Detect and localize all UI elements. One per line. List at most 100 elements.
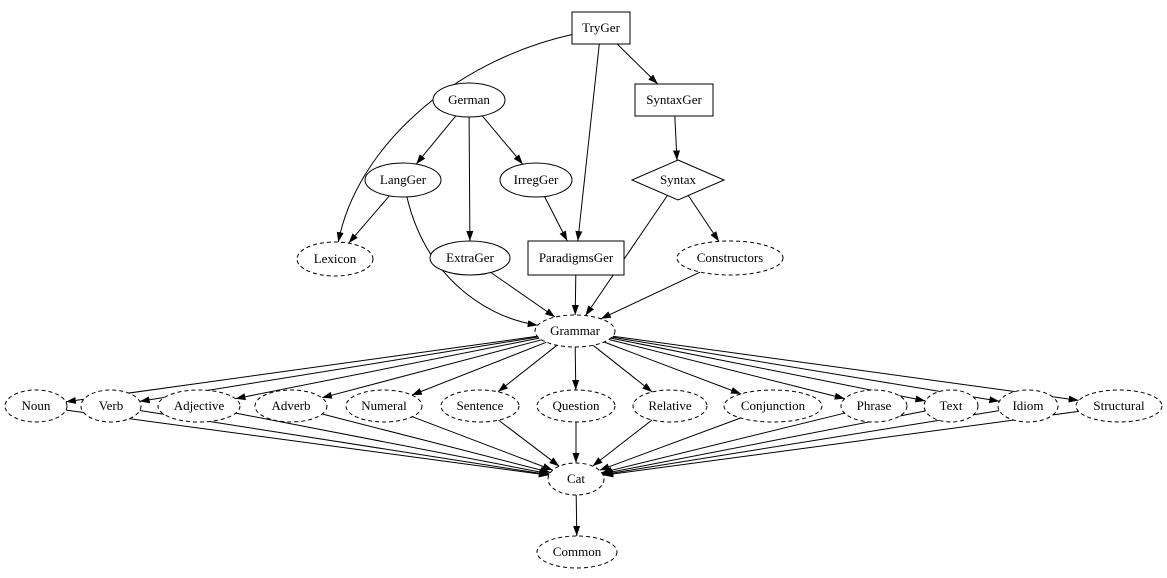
edge-ParadigmsGer-to-Grammar <box>571 274 579 316</box>
node-label-TryGer: TryGer <box>582 20 620 35</box>
node-Adverb: Adverb <box>254 389 328 423</box>
node-label-Cat: Cat <box>567 471 585 486</box>
node-label-Adjective: Adjective <box>174 398 225 413</box>
edge-TryGer-to-Lexicon <box>336 34 573 243</box>
node-Conjunction: Conjunction <box>723 389 823 423</box>
node-Grammar: Grammar <box>534 314 616 348</box>
node-label-Phrase: Phrase <box>857 398 892 413</box>
edge-Relative-to-Cat <box>592 419 653 467</box>
node-label-Lexicon: Lexicon <box>314 251 357 266</box>
node-label-Relative: Relative <box>648 398 692 413</box>
edge-Grammar-to-Numeral <box>411 341 547 396</box>
node-shape-ellipse <box>429 240 511 276</box>
edge-Grammar-to-Question <box>572 346 580 391</box>
edges-layer <box>65 34 1079 537</box>
edge-Structural-to-Cat <box>603 410 1079 478</box>
node-label-Common: Common <box>553 544 602 559</box>
node-shape-ellipse <box>1075 389 1163 423</box>
node-Question: Question <box>536 389 616 423</box>
edge-TryGer-to-SyntaxGer <box>616 43 659 85</box>
node-label-ParadigmsGer: ParadigmsGer <box>539 250 614 265</box>
edge-IrregGer-to-ParadigmsGer <box>544 196 568 242</box>
node-label-Grammar: Grammar <box>550 323 600 338</box>
node-shape-ellipse <box>4 389 68 423</box>
node-Structural: Structural <box>1075 389 1163 423</box>
node-Noun: Noun <box>4 389 68 423</box>
edge-Phrase-to-Cat <box>601 412 845 474</box>
node-shape-ellipse <box>440 389 520 423</box>
edge-SyntaxGer-to-Syntax <box>673 115 681 161</box>
node-shape-ellipse <box>157 389 241 423</box>
edge-Syntax-to-Constructors <box>687 195 720 242</box>
node-shape-ellipse <box>840 389 908 423</box>
edge-Adverb-to-Cat <box>322 413 551 474</box>
node-IrregGer: IrregGer <box>499 162 573 198</box>
edge-German-to-IrregGer <box>481 115 524 165</box>
node-label-Text: Text <box>940 398 963 413</box>
node-SyntaxGer: SyntaxGer <box>634 83 714 117</box>
node-Constructors: Constructors <box>676 240 784 276</box>
node-German: German <box>432 82 506 118</box>
edge-Grammar-to-Idiom <box>611 336 1000 404</box>
node-Sentence: Sentence <box>440 389 520 423</box>
edge-Grammar-to-Sentence <box>497 344 558 393</box>
node-label-Question: Question <box>553 398 600 413</box>
node-shape-ellipse <box>676 240 784 276</box>
node-shape-ellipse <box>345 389 423 423</box>
edge-Grammar-to-Relative <box>592 344 653 393</box>
edge-Adjective-to-Cat <box>235 412 550 476</box>
edge-LangGer-to-Lexicon <box>348 195 390 244</box>
node-label-German: German <box>448 92 490 107</box>
node-label-Syntax: Syntax <box>660 172 697 187</box>
edge-Constructors-to-Grammar <box>600 271 701 320</box>
node-shape-ellipse <box>364 162 442 198</box>
node-shape-ellipse <box>536 535 618 569</box>
node-shape-ellipse <box>723 389 823 423</box>
node-shape-diamond <box>630 159 726 201</box>
edge-LangGer-to-Grammar <box>406 196 538 328</box>
edge-Conjunction-to-Cat <box>599 417 741 471</box>
node-label-Conjunction: Conjunction <box>741 398 806 413</box>
node-shape-ellipse <box>547 462 605 496</box>
edge-Grammar-to-Conjunction <box>603 341 742 395</box>
node-Verb: Verb <box>80 389 142 423</box>
edge-Noun-to-Cat <box>65 409 549 478</box>
node-ParadigmsGer: ParadigmsGer <box>527 240 625 276</box>
node-Syntax: Syntax <box>630 159 726 201</box>
edge-Cat-to-Common <box>573 494 581 537</box>
node-label-ExtraGer: ExtraGer <box>446 250 494 265</box>
node-Numeral: Numeral <box>345 389 423 423</box>
edge-ExtraGer-to-Grammar <box>490 272 556 318</box>
edge-Idiom-to-Cat <box>602 410 1000 477</box>
node-Idiom: Idiom <box>997 389 1059 423</box>
node-Lexicon: Lexicon <box>296 241 374 277</box>
node-shape-ellipse <box>534 314 616 348</box>
node-shape-ellipse <box>296 241 374 277</box>
node-shape-ellipse <box>499 162 573 198</box>
node-Phrase: Phrase <box>840 389 908 423</box>
edge-Grammar-to-Phrase <box>608 339 845 400</box>
edge-Grammar-to-Noun <box>65 335 538 404</box>
node-label-Idiom: Idiom <box>1012 398 1043 413</box>
node-label-SyntaxGer: SyntaxGer <box>646 92 702 107</box>
node-shape-ellipse <box>536 389 616 423</box>
node-ExtraGer: ExtraGer <box>429 240 511 276</box>
edge-Numeral-to-Cat <box>412 416 553 471</box>
node-label-Verb: Verb <box>99 398 124 413</box>
edge-Grammar-to-Adjective <box>235 337 540 401</box>
node-LangGer: LangGer <box>364 162 442 198</box>
node-shape-ellipse <box>632 389 708 423</box>
node-label-Constructors: Constructors <box>697 250 763 265</box>
node-TryGer: TryGer <box>571 11 631 45</box>
edge-TryGer-to-ParadigmsGer <box>575 43 600 242</box>
node-label-Sentence: Sentence <box>457 398 504 413</box>
node-shape-ellipse <box>432 82 506 118</box>
node-Adjective: Adjective <box>157 389 241 423</box>
node-label-Numeral: Numeral <box>361 398 407 413</box>
node-label-Structural: Structural <box>1093 398 1145 413</box>
edge-German-to-ExtraGer <box>466 116 474 242</box>
node-shape-rect <box>571 11 631 45</box>
node-Text: Text <box>923 389 979 423</box>
